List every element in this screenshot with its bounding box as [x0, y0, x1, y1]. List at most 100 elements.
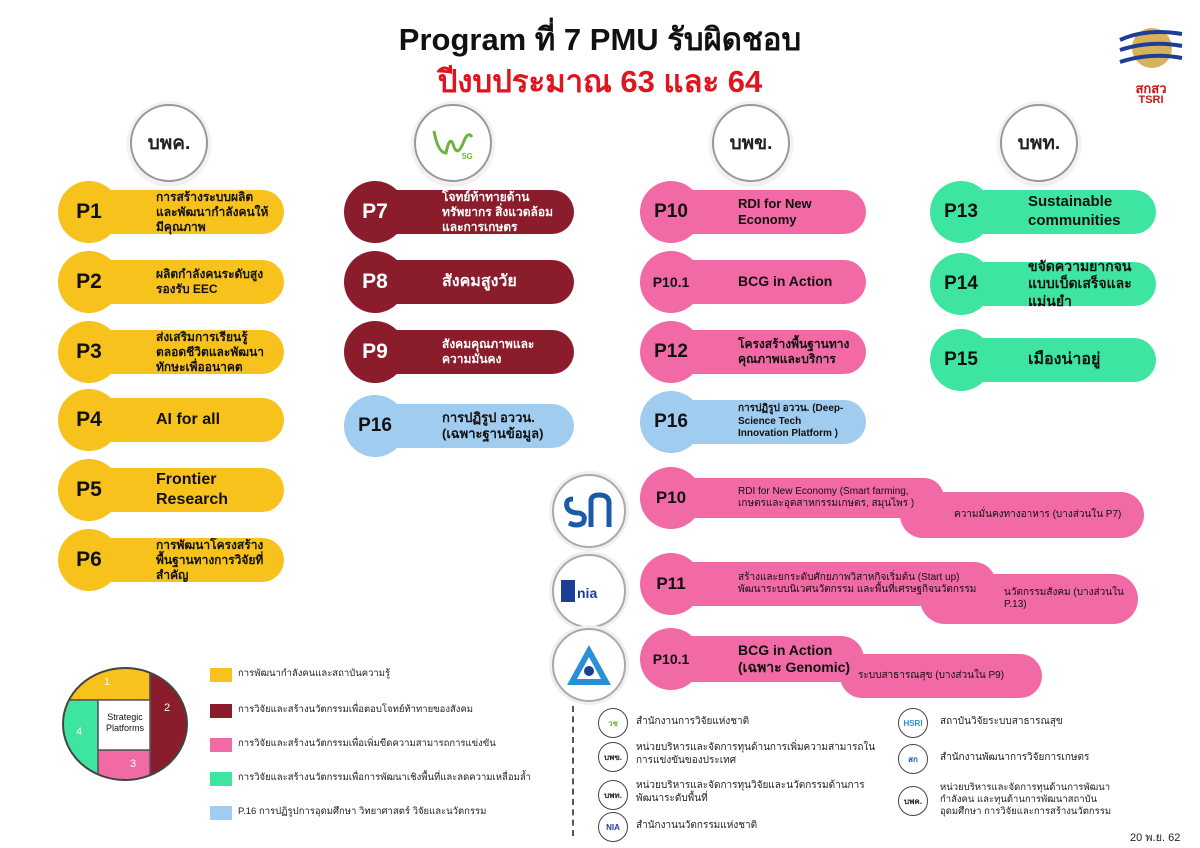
- program-p2-badge: P2: [58, 251, 120, 313]
- agency-a1-code: P10: [647, 474, 695, 522]
- program-p2: ผลิตกำลังคนระดับสูงรองรับ EEC: [86, 260, 284, 304]
- agency-a1-pill: RDI for New Economy (Smart farming, เกษต…: [668, 478, 944, 518]
- agency-a3-tail: ระบบสาธารณสุข (บางส่วนใน P9): [840, 654, 1042, 698]
- agency-a1-tail-label: ความมั่นคงทางอาหาร (บางส่วนใน P7): [954, 508, 1122, 520]
- program-p8-label: สังคมสูงวัย: [442, 273, 517, 290]
- program-p13-label: Sustainable communities: [1028, 193, 1121, 229]
- program-p15-code: P15: [937, 336, 985, 384]
- program-p3: ส่งเสริมการเรียนรู้ตลอดชีวิตและพัฒนาทักษ…: [86, 330, 284, 374]
- legend-text-2: การวิจัยและสร้างนวัตกรรมเพื่อตอบโจทย์ท้า…: [238, 704, 474, 715]
- key-text-bpt: หน่วยบริหารและจัดการทุนวิจัยและนวัตกรรมด…: [636, 780, 865, 804]
- platform-3-number: 3: [130, 758, 137, 770]
- legend-text-1: การพัฒนากำลังคนและสถาบันความรู้: [238, 668, 391, 679]
- program-p16a-label: การปฏิรูป อววน. (เฉพาะฐานข้อมูล): [442, 409, 544, 441]
- program-p3-label: ส่งเสริมการเรียนรู้ตลอดชีวิตและพัฒนาทักษ…: [156, 329, 265, 374]
- key-text-ard: สำนักงานพัฒนาการวิจัยการเกษตร: [940, 752, 1090, 763]
- agency-a1-badge: P10: [640, 467, 702, 529]
- program-p9-code: P9: [351, 328, 399, 376]
- header-bpx: บพข.: [712, 104, 790, 182]
- tsri-emblem-icon: [1119, 28, 1183, 68]
- program-p4-code: P4: [65, 396, 113, 444]
- nia-key-icon: NIA: [598, 812, 628, 842]
- program-p12-label: โครงสร้างพื้นฐานทางคุณภาพและบริการ: [738, 337, 850, 366]
- legend-text-5: P.16 การปฏิรูปการอุดมศึกษา วิทยาศาสตร์ ว…: [238, 806, 487, 817]
- agency-a3-code: P10.1: [647, 635, 695, 683]
- program-p12: โครงสร้างพื้นฐานทางคุณภาพและบริการ: [668, 330, 866, 374]
- program-p5-badge: P5: [58, 459, 120, 521]
- program-p2-label: ผลิตกำลังคนระดับสูงรองรับ EEC: [156, 267, 264, 296]
- agency-a3-tail-label: ระบบสาธารณสุข (บางส่วนใน P9): [858, 669, 1005, 681]
- program-p9-badge: P9: [344, 321, 406, 383]
- page-subtitle: ปีงบประมาณ 63 และ 64: [437, 64, 763, 99]
- program-p7-label: โจทย์ท้าทายด้านทรัพยากร สิ่งแวดล้อม และก…: [442, 189, 553, 234]
- legend-swatch-2: [210, 704, 232, 718]
- date-label: 20 พ.ย. 62: [1130, 832, 1181, 844]
- agency-logo-ard: [552, 474, 626, 548]
- program-p6-badge: P6: [58, 529, 120, 591]
- nrct-sub: 5G: [462, 152, 473, 161]
- program-p9-label: สังคมคุณภาพและความมั่นคง: [442, 337, 535, 366]
- platform-1-number: 1: [104, 676, 111, 688]
- agency-logo-nia: nia: [552, 554, 626, 628]
- svg-text:nia: nia: [577, 585, 597, 601]
- program-p10-badge: P10: [640, 181, 702, 243]
- program-p12-code: P12: [647, 328, 695, 376]
- platform-4-number: 4: [76, 726, 83, 738]
- agency-a2-tail-label: นวัตกรรมสังคม (บางส่วนใน P.13): [1004, 586, 1124, 611]
- nrct-key-icon: วช: [598, 708, 628, 738]
- program-p101-code: P10.1: [647, 258, 695, 306]
- program-p5-code: P5: [65, 466, 113, 514]
- legend-swatch-4: [210, 772, 232, 786]
- program-p101-label: BCG in Action: [738, 273, 833, 290]
- tsri-logo-text: สกสว: [1135, 81, 1167, 96]
- program-p16a-badge: P16: [344, 395, 406, 457]
- program-p2-code: P2: [65, 258, 113, 306]
- program-p1-code: P1: [65, 188, 113, 236]
- strategic-platforms-diagram: Strategic Platforms 1 2 3 4: [60, 666, 190, 782]
- agency-a3-label: BCG in Action (เฉพาะ Genomic): [738, 641, 851, 676]
- hsri-logo-icon: [567, 645, 611, 685]
- program-p4-label: AI for all: [156, 411, 221, 428]
- agency-a1-label: RDI for New Economy (Smart farming, เกษต…: [738, 485, 915, 510]
- agency-a2-code: P11: [647, 560, 695, 608]
- hsri-key-icon: HSRI: [898, 708, 928, 738]
- strategic-platforms-center: Strategic Platforms: [105, 712, 144, 733]
- program-p1: การสร้างระบบผลิตและพัฒนากำลังคนให้มีคุณภ…: [86, 190, 284, 234]
- agency-a3-badge: P10.1: [640, 628, 702, 690]
- program-p8-code: P8: [351, 258, 399, 306]
- program-p4-badge: P4: [58, 389, 120, 451]
- key-text-nia: สำนักงานนวัตกรรมแห่งชาติ: [636, 820, 758, 831]
- tsri-logo-sub: TSRI: [1138, 94, 1164, 106]
- agency-a2-label: สร้างและยกระดับศักยภาพวิสาหกิจเริ่มต้น (…: [738, 571, 977, 596]
- program-p16b-label: การปฏิรูป อววน. (Deep-Science Tech Innov…: [738, 403, 844, 440]
- program-p14-label: ขจัดความยากจนแบบเบ็ดเสร็จและแม่นยำ: [1028, 257, 1132, 309]
- program-p7-code: P7: [351, 188, 399, 236]
- program-p3-code: P3: [65, 328, 113, 376]
- header-bpt: บพท.: [1000, 104, 1078, 182]
- bpk-key-icon: บพค.: [898, 786, 928, 816]
- program-p13-code: P13: [937, 188, 985, 236]
- program-p101-badge: P10.1: [640, 251, 702, 313]
- platform-2-number: 2: [164, 702, 171, 714]
- agency-a2-pill: สร้างและยกระดับศักยภาพวิสาหกิจเริ่มต้น (…: [668, 562, 996, 606]
- header-bpk: บพค.: [130, 104, 208, 182]
- program-p14-code: P14: [937, 260, 985, 308]
- program-p15-label: เมืองน่าอยู่: [1028, 351, 1101, 368]
- program-p10-code: P10: [647, 188, 695, 236]
- program-p12-badge: P12: [640, 321, 702, 383]
- legend-swatch-5: [210, 806, 232, 820]
- program-p14-badge: P14: [930, 253, 992, 315]
- key-text-bpx: หน่วยบริหารและจัดการทุนด้านการเพิ่มความส…: [636, 742, 876, 766]
- program-p1-label: การสร้างระบบผลิตและพัฒนากำลังคนให้มีคุณภ…: [156, 189, 269, 234]
- program-p16b-badge: P16: [640, 391, 702, 453]
- tsri-logo: สกสว TSRI: [1116, 22, 1186, 108]
- program-p3-badge: P3: [58, 321, 120, 383]
- agency-a2-badge: P11: [640, 553, 702, 615]
- program-p13-badge: P13: [930, 181, 992, 243]
- program-p16b-code: P16: [647, 398, 695, 446]
- program-p6-label: การพัฒนาโครงสร้างพื้นฐานทางการวิจัยที่สำ…: [156, 537, 264, 582]
- program-p1-badge: P1: [58, 181, 120, 243]
- program-p6-code: P6: [65, 536, 113, 584]
- program-p15-badge: P15: [930, 329, 992, 391]
- program-p8-badge: P8: [344, 251, 406, 313]
